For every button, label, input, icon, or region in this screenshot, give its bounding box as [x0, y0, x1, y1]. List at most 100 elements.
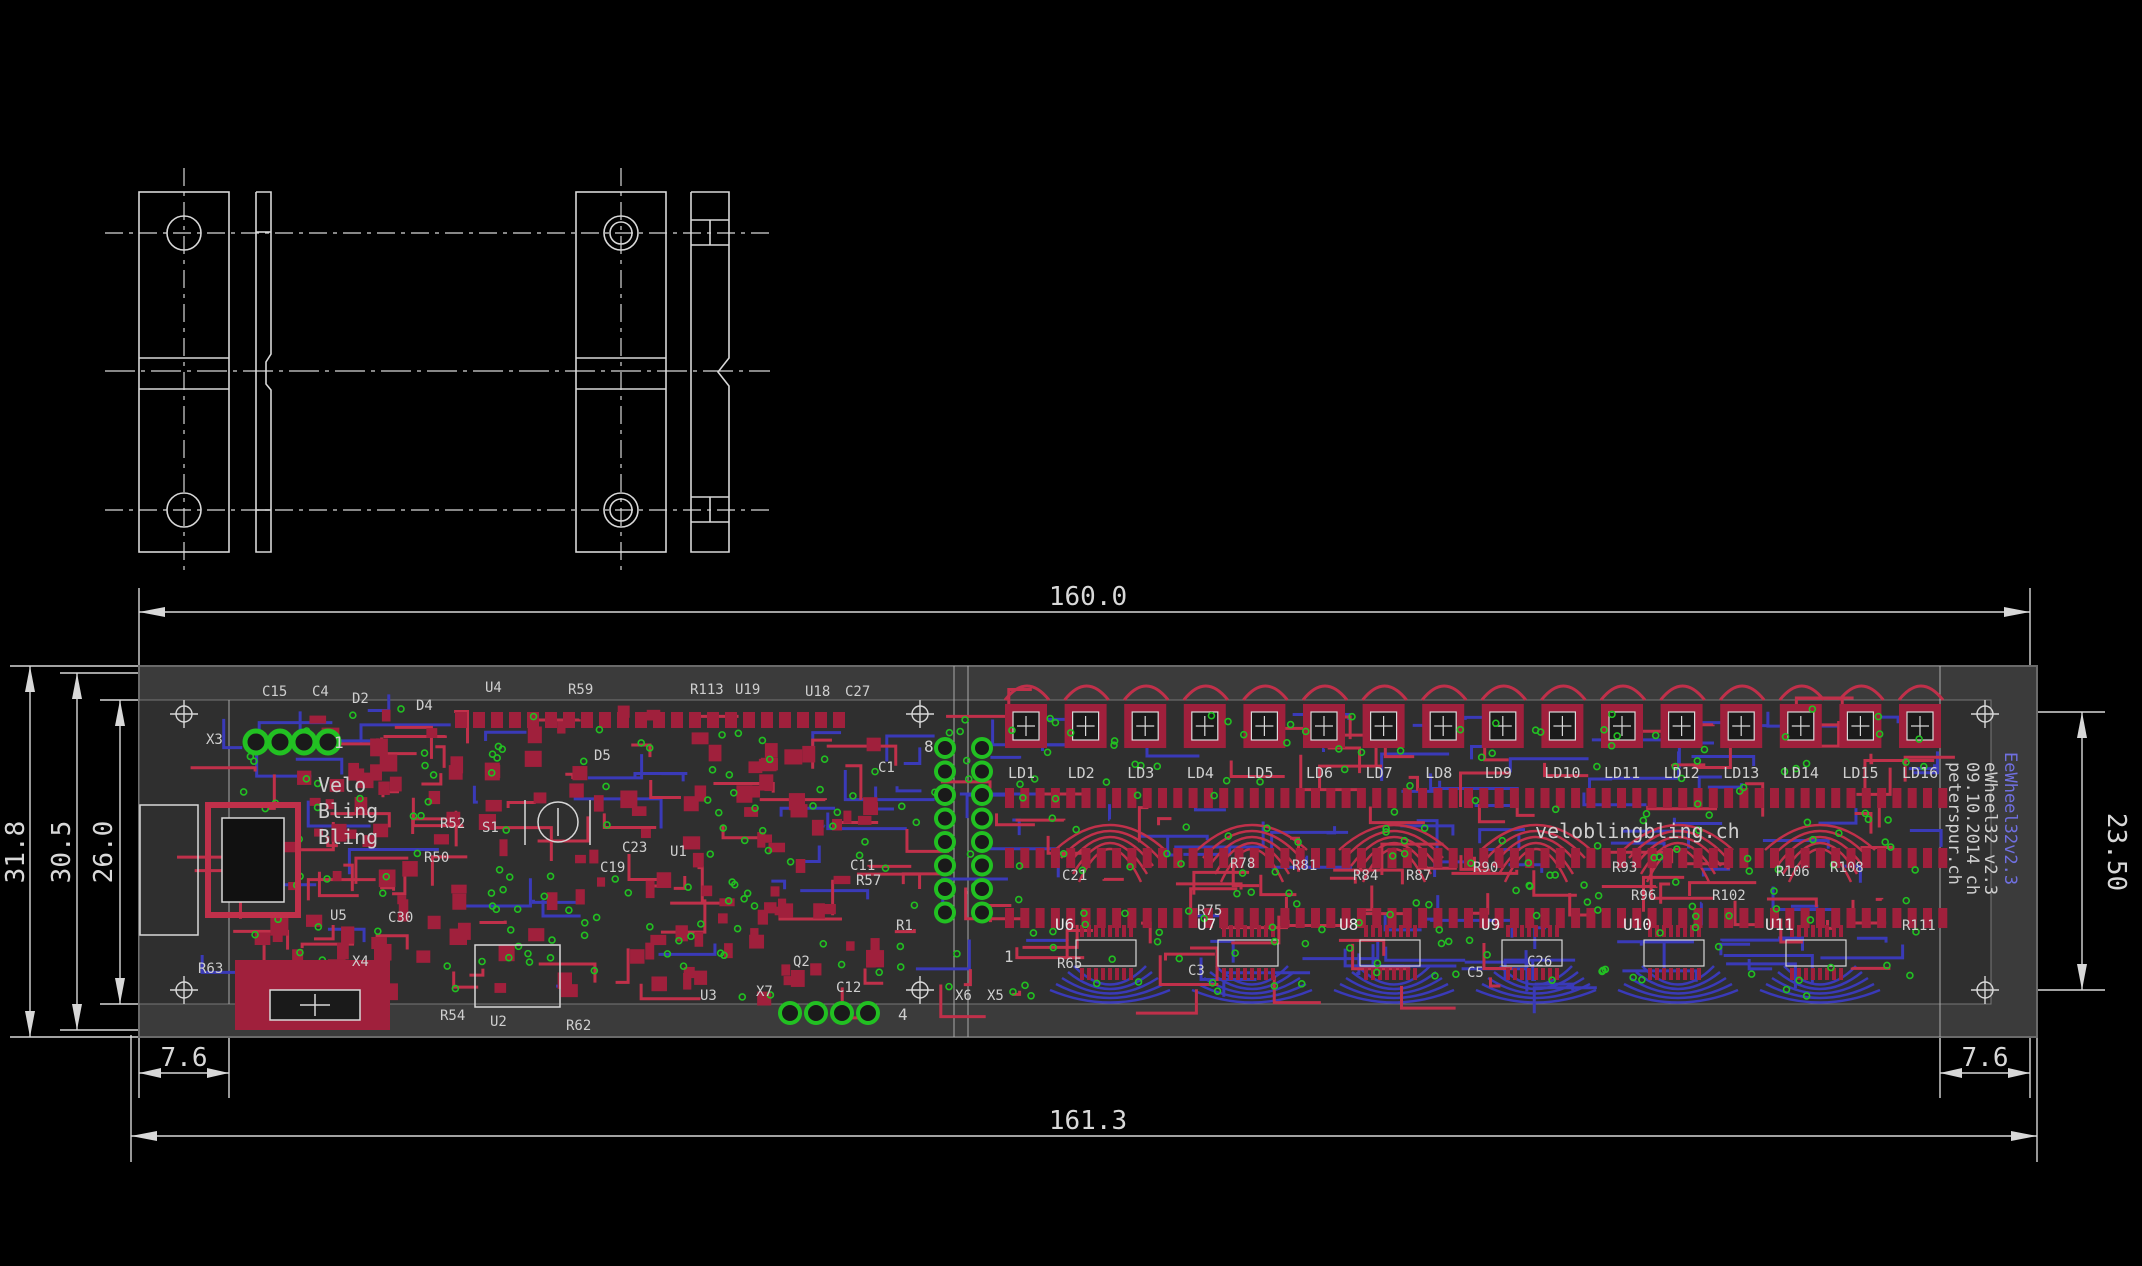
via	[374, 927, 382, 936]
via	[962, 756, 971, 765]
via	[837, 960, 846, 969]
via	[1213, 987, 1222, 996]
via	[1594, 906, 1602, 914]
smd-pad	[389, 776, 402, 792]
silkscreen-text: Velo Bling Bling veloblingbling.ch EeWhe…	[318, 752, 2020, 895]
resistor-pad	[1892, 788, 1902, 808]
header-pin	[971, 760, 993, 783]
smd-pad	[640, 828, 651, 839]
via	[499, 885, 507, 894]
via	[1512, 886, 1520, 895]
resistor-pad	[1815, 848, 1825, 868]
via	[1051, 718, 1060, 727]
resistor-pad	[1938, 848, 1948, 868]
smd-pad	[379, 754, 398, 772]
via	[1546, 871, 1554, 879]
bracket-front-view-2	[575, 191, 667, 553]
top-trace	[495, 826, 553, 862]
header-pin	[856, 1001, 880, 1025]
via	[488, 750, 497, 759]
via	[1207, 711, 1216, 720]
via	[382, 872, 391, 881]
resistor-pad	[1647, 908, 1657, 928]
resistor-pad	[1066, 848, 1076, 868]
via	[1153, 937, 1162, 946]
resistor-pad	[1311, 908, 1320, 928]
component-label-c11: C11	[850, 858, 875, 874]
smd-pad	[452, 893, 467, 910]
resistor-pad	[1831, 848, 1841, 868]
via	[1121, 909, 1129, 918]
smd-pad	[428, 790, 441, 805]
resistor-pad	[1831, 908, 1841, 928]
ic-outline	[1501, 939, 1563, 967]
smd-pad	[545, 712, 557, 728]
ic-pin	[1385, 925, 1389, 937]
mcu-footprint	[139, 802, 301, 936]
top-trace	[1157, 817, 1172, 826]
smd-pad	[770, 886, 780, 897]
resistor-pad	[1693, 848, 1703, 868]
via	[1270, 937, 1279, 946]
via	[1875, 730, 1884, 738]
ic-pin	[1541, 925, 1545, 937]
resistor-pad	[1158, 848, 1167, 868]
x6-pin-label: 8	[924, 737, 934, 756]
ic-pin	[1385, 968, 1389, 980]
smd-pad	[309, 797, 321, 806]
via	[513, 905, 522, 914]
via	[766, 991, 775, 999]
via	[953, 950, 961, 958]
resistor-pad	[1081, 908, 1091, 928]
smd-pad	[528, 928, 545, 942]
via	[743, 889, 752, 898]
dim-height-30: 30.5	[47, 821, 77, 884]
ic-pin	[1811, 925, 1815, 937]
bottom-trace	[826, 812, 907, 831]
smd-pad	[725, 712, 737, 728]
via	[829, 822, 837, 831]
resistor-pad	[1035, 848, 1045, 868]
smd-pad	[455, 712, 467, 728]
pcb-board	[138, 665, 2038, 1038]
via	[443, 962, 452, 970]
smd-pad	[813, 903, 825, 919]
bottom-trace	[1762, 838, 1830, 849]
resistor-pad	[1540, 908, 1550, 928]
component-label-d5: D5	[594, 748, 611, 764]
ic-pin	[1506, 925, 1510, 937]
via	[1382, 824, 1390, 833]
resistor-pad	[1219, 908, 1229, 928]
component-label-d4: D4	[416, 698, 433, 714]
via	[1081, 920, 1090, 929]
ic-pin	[1257, 968, 1261, 980]
via	[1400, 836, 1409, 845]
bottom-trace	[541, 900, 581, 918]
smd-pad	[683, 796, 699, 812]
resistor-pad	[1142, 788, 1152, 808]
smd-pad	[863, 797, 878, 816]
bottom-trace	[800, 889, 870, 900]
via	[1271, 868, 1280, 876]
resistor-pad	[1127, 848, 1137, 868]
bottom-trace	[255, 747, 312, 778]
resistor-pad	[1127, 908, 1137, 928]
ic-pin	[1108, 925, 1112, 937]
ic-pin	[1229, 925, 1233, 937]
top-trace	[901, 872, 951, 885]
via	[1884, 816, 1892, 824]
resistor-pad	[1509, 908, 1519, 928]
ic-pin	[1264, 968, 1268, 980]
component-label-r54: R54	[440, 1008, 465, 1024]
resistor-pad	[1311, 848, 1320, 868]
via	[1294, 838, 1302, 846]
resistor-pad	[1601, 788, 1611, 808]
smd-pad	[527, 726, 542, 744]
resistor-pad	[1800, 908, 1810, 928]
header-pin	[934, 737, 956, 759]
ic-pin	[1236, 968, 1240, 980]
smd-pad	[783, 976, 796, 986]
via	[1477, 753, 1486, 762]
smd-pad	[764, 743, 778, 758]
top-trace	[469, 968, 485, 977]
